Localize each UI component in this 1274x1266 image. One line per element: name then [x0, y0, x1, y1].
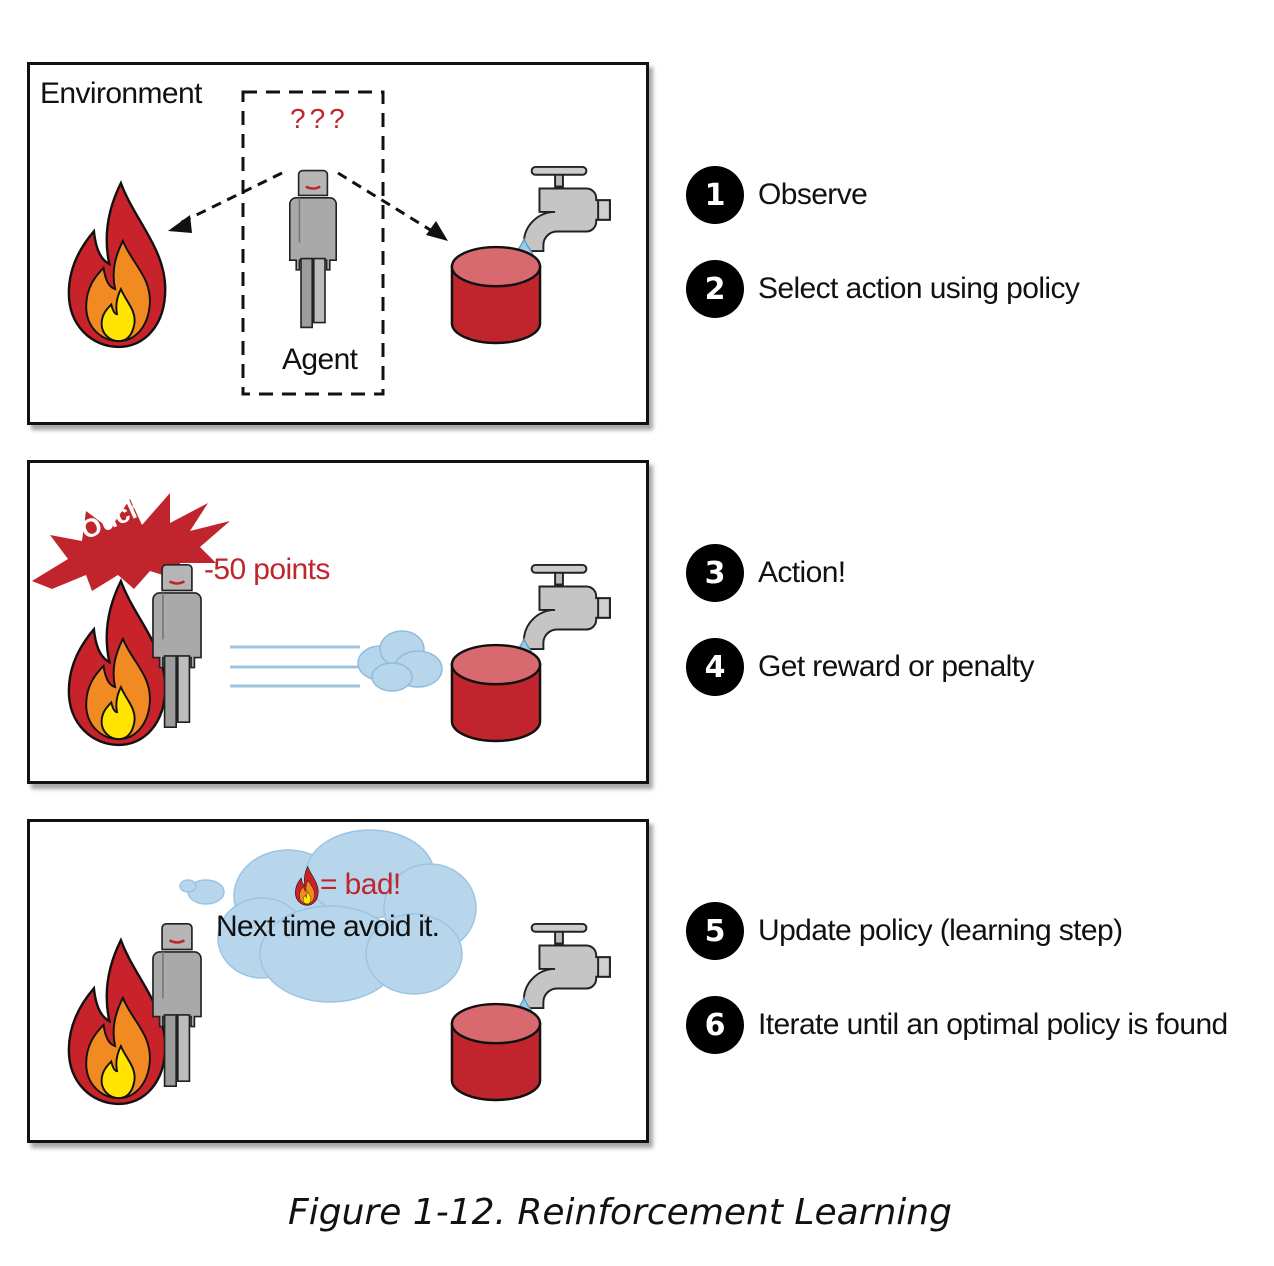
faucet-icon [522, 563, 611, 651]
agent-dashed-box [241, 90, 385, 396]
step-number-badge: 4 [686, 638, 744, 696]
step-3: 3 Action! [686, 544, 846, 602]
fire-icon [67, 579, 167, 747]
agent-label: Agent [282, 343, 358, 376]
spray-cloud-icon [357, 630, 443, 692]
panel-update: = bad! Next time avoid it. [27, 819, 649, 1143]
panel-observe: Environment ??? Agent [27, 62, 649, 425]
step-label: Select action using policy [758, 272, 1080, 305]
step-4: 4 Get reward or penalty [686, 638, 1034, 696]
faucet-icon [522, 165, 611, 253]
panel-observe-drawing [67, 90, 611, 396]
step-number-badge: 1 [686, 166, 744, 224]
fire-icon [67, 938, 167, 1106]
step-number-badge: 3 [686, 544, 744, 602]
step-number-badge: 6 [686, 996, 744, 1054]
agent-icon [288, 169, 338, 329]
arrowhead-left-icon [168, 215, 192, 233]
step-label: Update policy (learning step) [758, 914, 1123, 947]
step-5: 5 Update policy (learning step) [686, 902, 1123, 960]
figure-caption: Figure 1-12. Reinforcement Learning [288, 1192, 952, 1233]
arrow-to-fire [179, 171, 283, 225]
bad-label: = bad! [320, 868, 401, 901]
step-label: Action! [758, 556, 846, 589]
question-marks: ??? [290, 103, 349, 134]
fire-icon [67, 181, 167, 349]
step-label: Iterate until an optimal policy is found [758, 1008, 1228, 1041]
environment-label: Environment [40, 77, 202, 110]
step-1: 1 Observe [686, 166, 868, 224]
ouch-burst-icon [32, 493, 230, 591]
panel-action: Ouch! -50 points [27, 460, 649, 784]
faucet-icon [522, 922, 611, 1010]
avoid-label: Next time avoid it. [216, 910, 440, 943]
bucket-icon [450, 245, 542, 345]
step-label: Observe [758, 178, 868, 211]
penalty-points: -50 points [204, 553, 330, 586]
arrowhead-right-icon [426, 221, 448, 241]
bucket-icon [450, 643, 542, 743]
bucket-icon [450, 1002, 542, 1102]
step-label: Get reward or penalty [758, 650, 1034, 683]
thought-cloud-icon [179, 829, 477, 1003]
step-number-badge: 2 [686, 260, 744, 318]
panel-action-drawing [32, 493, 611, 747]
step-6: 6 Iterate until an optimal policy is fou… [686, 996, 1228, 1054]
panel-update-drawing [67, 829, 611, 1106]
step-number-badge: 5 [686, 902, 744, 960]
arrow-to-bucket [337, 171, 433, 233]
step-2: 2 Select action using policy [686, 260, 1080, 318]
